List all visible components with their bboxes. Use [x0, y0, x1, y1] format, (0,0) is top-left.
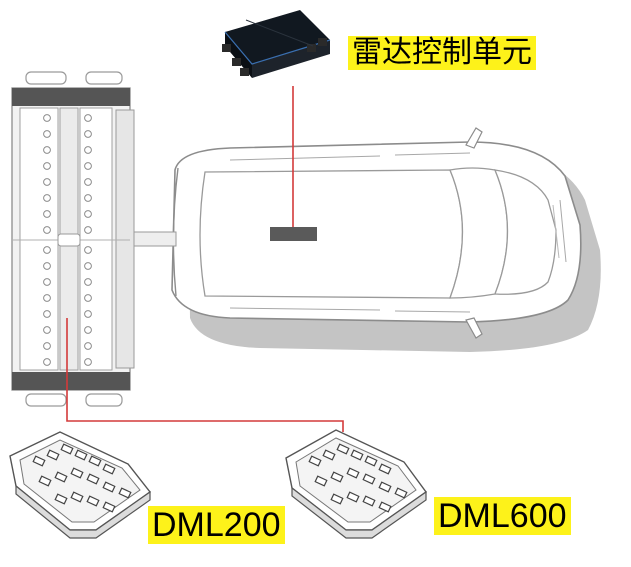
control-unit-mount [270, 227, 317, 241]
mounting-arm [129, 231, 177, 247]
dml200-label: DML200 [148, 506, 285, 544]
dml600-module-icon [285, 429, 427, 539]
dml600-label: DML600 [434, 497, 571, 535]
connection-lines [66, 86, 344, 432]
radar-control-unit-label: 雷达控制单元 [348, 36, 536, 70]
van-icon [171, 127, 601, 352]
module-link [66, 318, 344, 432]
radar-control-unit-icon [222, 10, 331, 78]
antenna-array-icon [11, 71, 135, 407]
dml200-module-icon [9, 431, 152, 539]
